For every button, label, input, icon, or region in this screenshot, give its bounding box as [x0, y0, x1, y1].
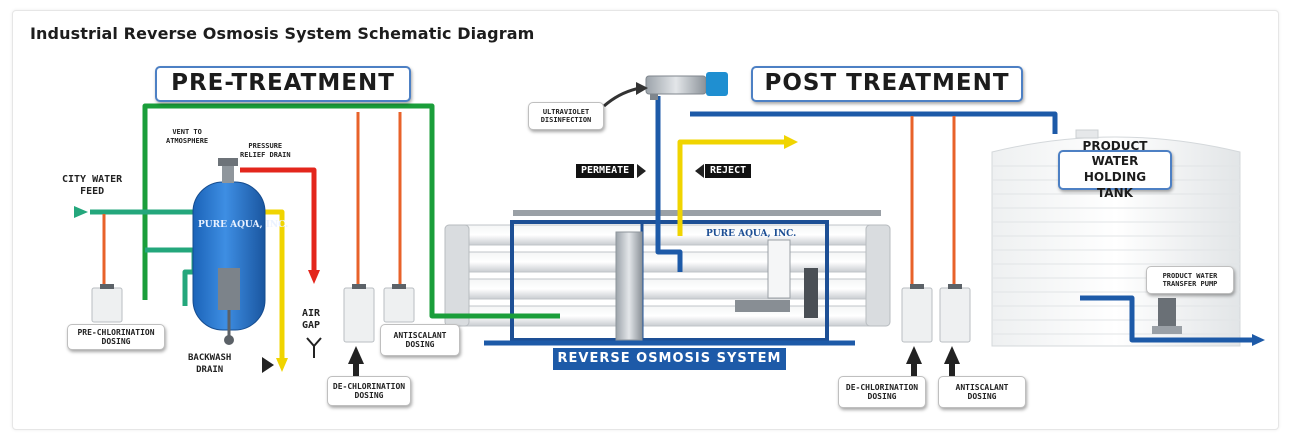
antiscalant-pre-label: ANTISCALANT DOSING [380, 324, 460, 356]
uv-pointer [603, 86, 641, 108]
ro-membrane-rack [444, 210, 891, 342]
post-treatment-heading: POST TREATMENT [751, 66, 1023, 102]
permeate-pipe-blue [484, 96, 1252, 346]
city-feed-arrow [74, 206, 88, 218]
reject-pipe-yellow [264, 139, 784, 358]
pump-head [910, 284, 924, 289]
vent-line1: VENT TO [172, 128, 202, 136]
backwash-drain-label: BACKWASH DRAIN [188, 352, 231, 376]
product-water-tank-label: PRODUCT WATER HOLDING TANK [1058, 139, 1172, 200]
uv-pointer-head [636, 82, 648, 95]
backwash-line1: BACKWASH [188, 353, 232, 363]
feed-pipe-green [142, 103, 560, 319]
vent-label: VENT TO ATMOSPHERE [166, 128, 208, 146]
pump-head [948, 284, 962, 289]
pointer-arrows [262, 164, 960, 377]
pump-head [352, 284, 366, 289]
dosing-tanks [91, 287, 971, 343]
pre-treatment-heading: PRE-TREATMENT [155, 66, 411, 102]
diagram-title: Industrial Reverse Osmosis System Schema… [30, 24, 535, 43]
transfer-pump-label: PRODUCT WATER TRANSFER PUMP [1146, 266, 1234, 294]
ro-system-label: REVERSE OSMOSIS SYSTEM [553, 348, 786, 370]
city-water-feed-line2: FEED [80, 186, 105, 197]
city-water-feed-label: CITY WATER FEED [62, 174, 122, 198]
dosing-lines-orange [102, 112, 956, 288]
red-drain-arrow [308, 270, 320, 284]
reject-outlet-arrow [784, 135, 798, 149]
air-gap-line1: AIR [302, 308, 321, 319]
antiscalant-post-label: ANTISCALANT DOSING [938, 376, 1026, 408]
tank-outlet-arrow [1252, 334, 1265, 346]
air-gap-symbol [306, 337, 322, 358]
pressure-relief-line1: PRESSURE [248, 142, 283, 150]
reject-tag: REJECT [705, 164, 752, 178]
media-filter-vessel [192, 158, 266, 345]
pressure-relief-label: PRESSURE RELIEF DRAIN [240, 142, 291, 160]
transfer-pump [1152, 298, 1182, 334]
ro-brand-text: PURE AQUA, INC. [706, 229, 797, 239]
reject-drain-arrow [276, 358, 288, 372]
backwash-line2: DRAIN [196, 365, 224, 375]
vent-line2: ATMOSPHERE [166, 137, 209, 145]
de-chlorination-post-label: DE-CHLORINATION DOSING [838, 376, 926, 408]
uv-disinfection-label: ULTRAVIOLET DISINFECTION [528, 102, 604, 130]
relief-drain-red [240, 167, 317, 270]
pre-chlorination-label: PRE-CHLORINATION DOSING [67, 324, 165, 350]
pump-head [392, 284, 406, 289]
vessel-brand-text: PURE AQUA, INC. [198, 220, 289, 230]
city-water-feed-line1: CITY WATER [62, 174, 123, 185]
pressure-relief-line2: RELIEF DRAIN [240, 151, 291, 159]
permeate-tag: PERMEATE [576, 164, 635, 178]
pump-head [100, 284, 114, 289]
air-gap-line2: GAP [302, 320, 321, 331]
de-chlorination-pre-label: DE-CHLORINATION DOSING [327, 376, 411, 406]
air-gap-label: AIR GAP [302, 308, 320, 332]
uv-unit [645, 72, 728, 100]
